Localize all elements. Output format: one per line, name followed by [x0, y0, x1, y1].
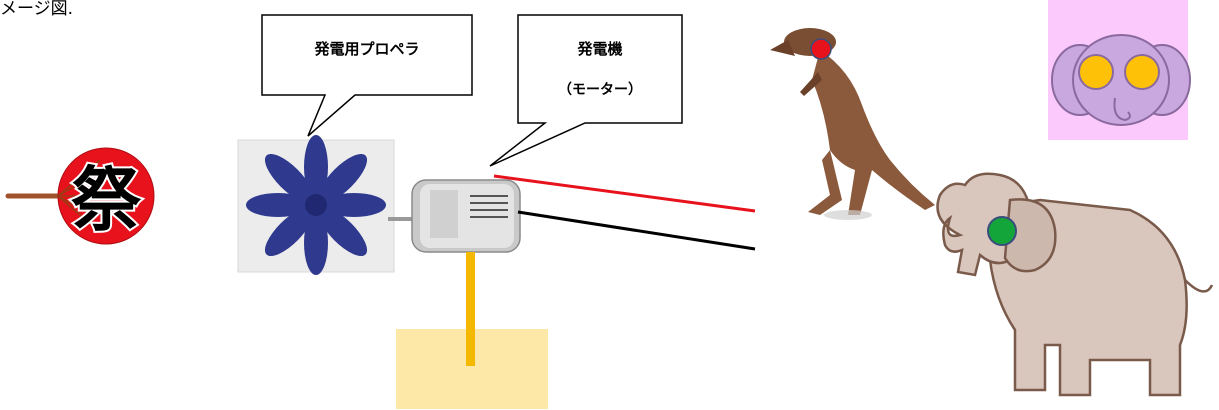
- black-wire: [517, 210, 756, 251]
- red-wire: [493, 174, 756, 213]
- propeller-callout: [261, 14, 473, 137]
- card-right-eye: [1124, 54, 1160, 90]
- stand-pole: [466, 252, 475, 366]
- page-title: メージ図.: [0, 0, 74, 19]
- elephant-face-card: [1048, 0, 1191, 140]
- trex-eye-marker: [810, 38, 832, 60]
- elephant-figure: [936, 172, 1214, 397]
- motor-photo: [388, 179, 521, 253]
- motor-callout-sublabel: （モーター）: [558, 82, 642, 98]
- motor-callout: [489, 14, 683, 167]
- elephant-eye-marker: [987, 216, 1017, 246]
- fan-illustration: 祭: [5, 147, 155, 245]
- card-left-eye: [1078, 54, 1114, 90]
- propeller-callout-label: 発電用プロペラ: [314, 40, 420, 58]
- fan-kanji: 祭: [71, 159, 142, 241]
- propeller-photo: [237, 135, 395, 275]
- trex-figure: [770, 28, 935, 220]
- motor-callout-label: 発電機: [577, 40, 623, 58]
